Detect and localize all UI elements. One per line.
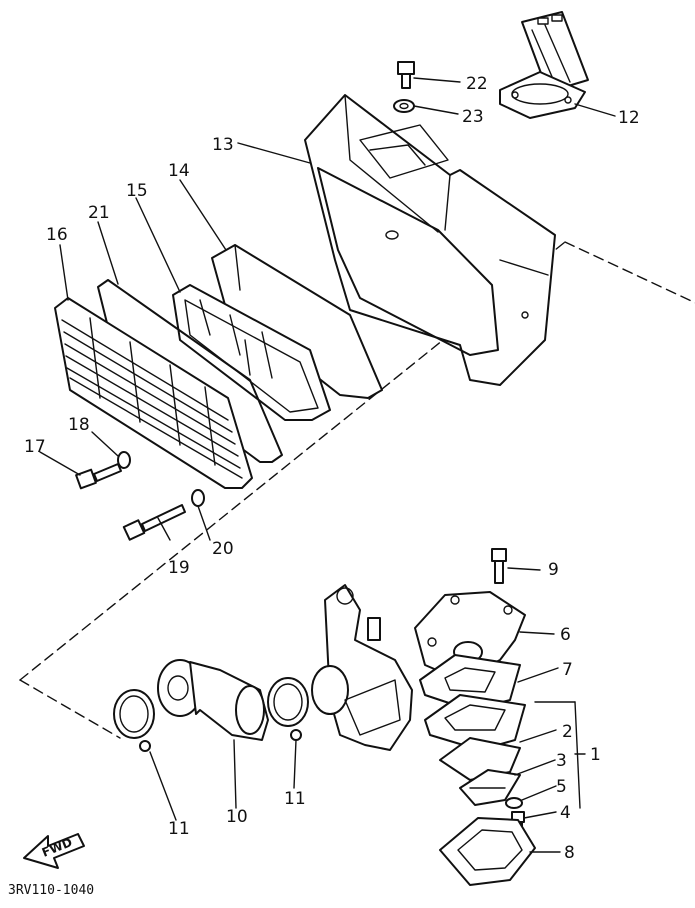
label-8: 8 [564,843,575,863]
carburetor [311,584,413,751]
label-14: 14 [168,161,190,181]
label-2: 2 [562,722,573,742]
label-20: 20 [212,539,234,559]
part-labels: 22 23 12 13 14 15 21 16 18 17 19 20 9 6 … [24,74,640,863]
label-16: 16 [46,225,68,245]
screw-17 [75,463,122,490]
label-10: 10 [226,807,248,827]
fwd-arrow: FWD [23,833,85,869]
label-1: 1 [590,745,601,765]
bolt-9 [491,548,507,584]
grille-slats [61,317,243,479]
label-7: 7 [562,660,573,680]
label-11-left: 11 [168,819,190,839]
filter-frame [172,284,331,421]
label-12: 12 [618,108,640,128]
air-duct [157,659,269,741]
leader-lines [39,77,616,853]
label-11-right: 11 [284,789,306,809]
air-intake-boot [499,11,589,119]
label-13: 13 [212,135,234,155]
label-19: 19 [168,558,190,578]
label-18: 18 [68,415,90,435]
washer-23 [393,99,415,113]
label-22: 22 [466,74,488,94]
bolt-22 [397,61,415,89]
label-17: 17 [24,437,46,457]
label-23: 23 [462,107,484,127]
washer-5 [505,797,523,809]
gasket-8 [439,817,536,886]
gasket-7 [419,654,521,711]
washer-18 [117,451,131,469]
bolt-19 [122,504,186,541]
washer-20 [191,489,205,507]
reed-valve-housing [414,591,526,681]
grille-cover [54,297,253,489]
reed-valve-assembly [424,694,526,806]
label-4: 4 [560,803,571,823]
label-5: 5 [556,777,567,797]
drawing-code: 3RV110-1040 [8,883,94,898]
label-21: 21 [88,203,110,223]
label-9: 9 [548,560,559,580]
label-6: 6 [560,625,571,645]
hose-clamp-11-left [113,689,155,752]
label-15: 15 [126,181,148,201]
hose-clamp-11-right [267,677,309,741]
air-box-case [304,94,556,386]
label-3: 3 [556,751,567,771]
